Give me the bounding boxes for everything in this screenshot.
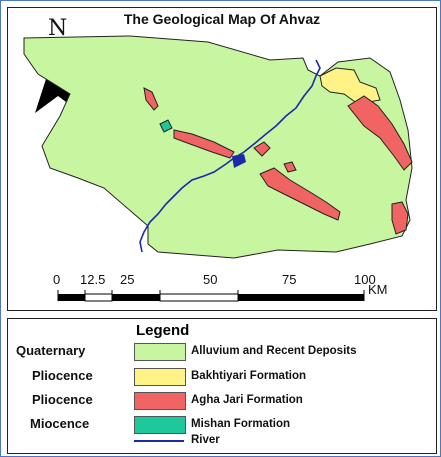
legend-label-river: River (191, 434, 220, 446)
map-title: The Geological Map Of Ahvaz (123, 11, 321, 27)
scale-tick-100: 100 (354, 272, 376, 287)
map-canvas (23, 35, 413, 302)
legend-label-mishan: Mishan Formation (191, 418, 291, 430)
bakhtiyari-region (319, 67, 381, 105)
map-panel: The Geological Map Of Ahvaz N (7, 7, 437, 311)
scale-tick-0: 0 (53, 272, 61, 287)
swatch-bakhtiyari (134, 368, 186, 386)
river-wide-section (232, 154, 246, 168)
period-pliocence-1: Pliocence (32, 368, 93, 383)
swatch-alluvium (134, 343, 186, 361)
aghajari-region-center-small (283, 161, 297, 173)
legend-label-bakhtiyari: Bakhtiyari Formation (191, 370, 307, 382)
north-label: N (48, 16, 68, 41)
scale-unit: KM (368, 282, 388, 297)
scale-tick-75: 75 (282, 272, 297, 287)
scale-tick-50: 50 (203, 272, 218, 287)
aghajari-region-ne (347, 95, 413, 171)
scale-tick-25: 25 (120, 272, 135, 287)
period-pliocence-2: Pliocence (32, 392, 93, 407)
aghajari-region-w (173, 129, 235, 159)
aghajari-region-mid (253, 141, 271, 157)
mishan-region (159, 119, 173, 133)
aghajari-region-e (391, 201, 409, 235)
swatch-mishan (134, 416, 186, 434)
legend-river-sample (134, 440, 184, 442)
period-miocence: Miocence (30, 416, 90, 431)
swatch-aghajari (134, 392, 186, 410)
legend-title: Legend (136, 322, 190, 339)
scale-tick-12-5: 12.5 (80, 272, 106, 287)
legend-panel: Legend Quaternary Alluvium and Recent De… (7, 318, 437, 454)
legend-label-aghajari: Agha Jari Formation (191, 394, 303, 406)
scale-bar (57, 290, 365, 302)
legend-label-alluvium: Alluvium and Recent Deposits (191, 345, 357, 357)
river-line (139, 59, 321, 253)
aghajari-region-center (259, 167, 341, 221)
period-quaternary: Quaternary (16, 343, 86, 358)
aghajari-region-nw (143, 87, 159, 111)
